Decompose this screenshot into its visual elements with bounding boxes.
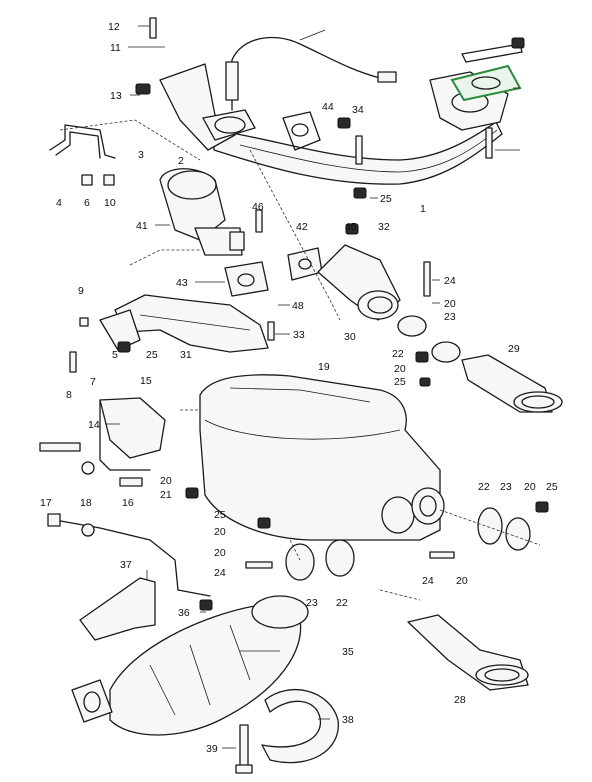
bracket-35: [79, 577, 156, 641]
callout-40b: 45: [345, 221, 357, 233]
callout-36: 38: [342, 714, 354, 726]
callout-15: 15: [140, 375, 152, 387]
leader-lines: [105, 25, 520, 749]
callout-41: 46: [252, 201, 264, 213]
assembly-guide-lines: [59, 119, 541, 601]
callout-22b: 22: [478, 481, 490, 493]
callout-25c: 25: [394, 376, 406, 388]
callout-39a: 42: [296, 221, 308, 233]
callout-38: 41: [136, 220, 148, 232]
callout-23b: 23: [500, 481, 512, 493]
callout-20b: 20: [394, 363, 406, 375]
air-pump-38: [159, 168, 245, 256]
callout-28: 30: [344, 331, 356, 343]
callout-7: 7: [90, 376, 96, 388]
callout-6: 6: [84, 197, 90, 209]
catalytic-converter-33: [71, 595, 309, 736]
callout-20d: 20: [524, 481, 536, 493]
callout-23a: 23: [444, 311, 456, 323]
callout-20f: 20: [214, 547, 226, 559]
callout-14: 14: [88, 419, 100, 431]
callout-25d: 25: [546, 481, 558, 493]
gasket-43: [450, 64, 522, 102]
callout-26: 28: [454, 694, 466, 706]
sensor-lead-48: [47, 513, 211, 597]
clamp-22-23-lower-right: [477, 507, 531, 551]
callout-12: 12: [108, 21, 120, 33]
bracket-44: [461, 43, 523, 63]
callout-20a: 20: [444, 298, 456, 310]
callout-5: 5: [112, 349, 118, 361]
callout-23c: 23: [306, 597, 318, 609]
callout-39b: 43: [176, 277, 188, 289]
callout-24c: 24: [422, 575, 434, 587]
oxygen-sensor-47: [225, 36, 397, 111]
clamp-22-23-upper: [397, 315, 461, 363]
callout-32: 34: [352, 104, 364, 116]
callout-16: 16: [122, 497, 134, 509]
callout-13: 13: [110, 90, 122, 102]
fastener-group: [69, 17, 549, 611]
callout-29: 31: [180, 349, 192, 361]
callout-19: 19: [318, 361, 330, 373]
callout-9: 9: [78, 285, 84, 297]
callout-20e: 20: [214, 526, 226, 538]
callout-35: 37: [120, 559, 132, 571]
elbow-pipe-28: [317, 244, 401, 321]
bracket-5: [99, 309, 141, 351]
callout-20g: 20: [456, 575, 468, 587]
callout-2: 2: [178, 155, 184, 167]
callout-24a: 24: [444, 275, 456, 287]
callout-27: 29: [508, 343, 520, 355]
tailpipe-27: [461, 354, 563, 413]
callout-22c: 22: [336, 597, 348, 609]
heat-shield-29: [114, 294, 269, 353]
callout-37: 39: [206, 743, 218, 755]
callout-1: 1: [420, 203, 426, 215]
callout-8: 8: [66, 389, 72, 401]
callout-25a: 25: [380, 193, 392, 205]
callout-10: 10: [104, 197, 116, 209]
callout-33: 35: [342, 646, 354, 658]
callout-3: 3: [138, 149, 144, 161]
muffler-19: [199, 374, 445, 541]
bracket-14: [99, 397, 166, 471]
exhaust-manifold-flange: [159, 63, 321, 151]
callout-4: 4: [56, 197, 62, 209]
callout-25b: 25: [146, 349, 158, 361]
heat-shield-band-36: [261, 688, 339, 764]
callout-40a: 44: [322, 101, 334, 113]
muffler-mount-bolts: [39, 442, 143, 487]
callout-22a: 22: [392, 348, 404, 360]
callout-17: 17: [40, 497, 52, 509]
fuel-line-4: [49, 124, 116, 186]
callout-labels: 12 11 13 44 34 3 2 4 6 10 25 1 46 41 42 …: [40, 21, 558, 755]
callout-25e: 25: [214, 509, 226, 521]
callout-11: 11: [110, 42, 121, 54]
callout-21: 21: [160, 489, 172, 501]
tailpipe-26: [407, 614, 529, 691]
callout-24b: 24: [214, 567, 226, 579]
callout-34: 36: [178, 607, 190, 619]
callout-18: 18: [80, 497, 92, 509]
callout-30: 32: [378, 221, 390, 233]
bolt-37: [235, 724, 253, 774]
clamp-22-23-lower-mid: [285, 539, 355, 581]
callout-20c: 20: [160, 475, 172, 487]
callout-31: 33: [293, 329, 305, 341]
callout-42: 48: [292, 300, 304, 312]
